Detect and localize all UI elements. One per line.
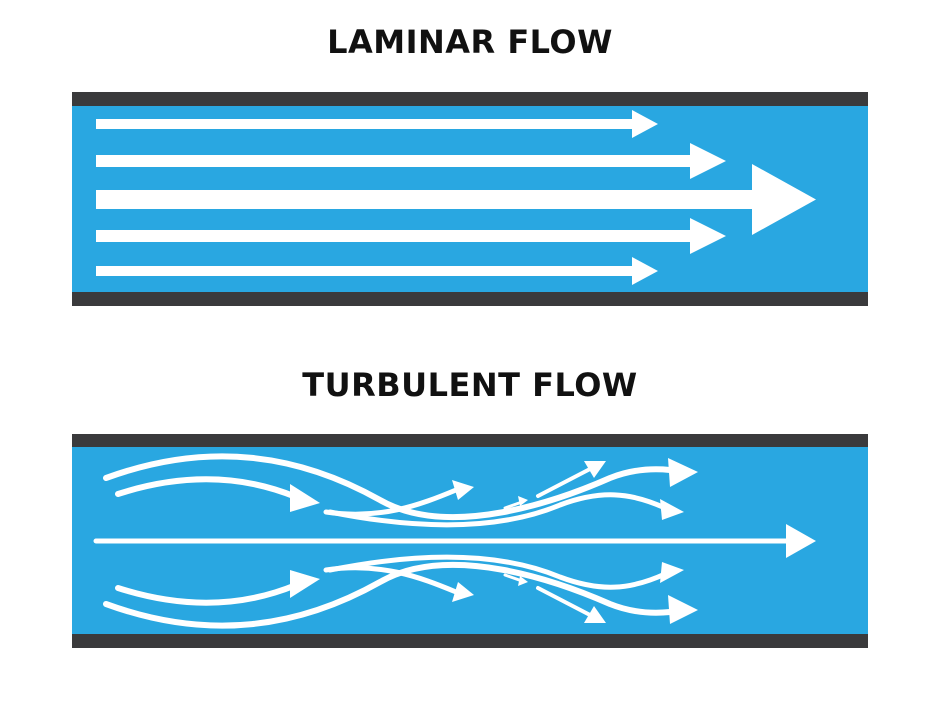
turbulent-arrow-bottom-1 bbox=[103, 561, 698, 629]
laminar-arrow-5 bbox=[96, 257, 658, 285]
laminar-arrow-1 bbox=[96, 110, 658, 138]
turbulent-flow-title: TURBULENT FLOW bbox=[302, 366, 638, 404]
laminar-arrow-4 bbox=[96, 218, 726, 254]
laminar-flow-title: LAMINAR FLOW bbox=[327, 23, 613, 61]
laminar-streamlines bbox=[96, 110, 816, 285]
turbulent-arrow-bottom-6 bbox=[503, 573, 528, 586]
turbulent-arrow-center bbox=[93, 524, 816, 558]
turbulent-arrow-top-1 bbox=[103, 453, 698, 521]
turbulent-arrow-top-5 bbox=[536, 461, 606, 498]
turbulent-arrow-bottom-4 bbox=[327, 554, 684, 590]
turbulent-arrow-top-2 bbox=[115, 476, 320, 512]
turbulent-streamlines bbox=[93, 453, 816, 629]
turbulent-arrow-bottom-2 bbox=[115, 570, 320, 606]
turbulent-pipe-bottom-wall bbox=[72, 634, 868, 648]
turbulent-arrow-top-4 bbox=[327, 492, 684, 528]
laminar-pipe-top-wall bbox=[72, 92, 868, 106]
turbulent-pipe-top-wall bbox=[72, 434, 868, 447]
laminar-pipe-bottom-wall bbox=[72, 292, 868, 306]
laminar-arrow-2 bbox=[96, 143, 726, 179]
turbulent-arrow-top-6 bbox=[503, 496, 528, 510]
laminar-arrow-3 bbox=[96, 164, 816, 235]
turbulent-arrow-bottom-5 bbox=[536, 586, 606, 623]
